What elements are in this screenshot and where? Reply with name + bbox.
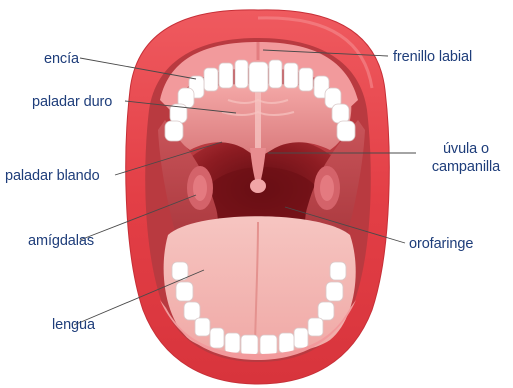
label-uvula-line1: úvula o xyxy=(420,142,512,157)
label-encia: encía xyxy=(44,52,79,67)
label-frenillo-labial: frenillo labial xyxy=(393,50,472,65)
label-lengua: lengua xyxy=(52,318,95,333)
label-orofaringe: orofaringe xyxy=(409,237,473,252)
label-paladar-blando: paladar blando xyxy=(5,169,100,184)
label-uvula-line2: campanilla xyxy=(420,160,512,175)
label-amigdalas: amígdalas xyxy=(28,234,94,249)
label-paladar-duro: paladar duro xyxy=(32,95,112,110)
label-uvula: úvula o campanilla xyxy=(420,142,512,174)
